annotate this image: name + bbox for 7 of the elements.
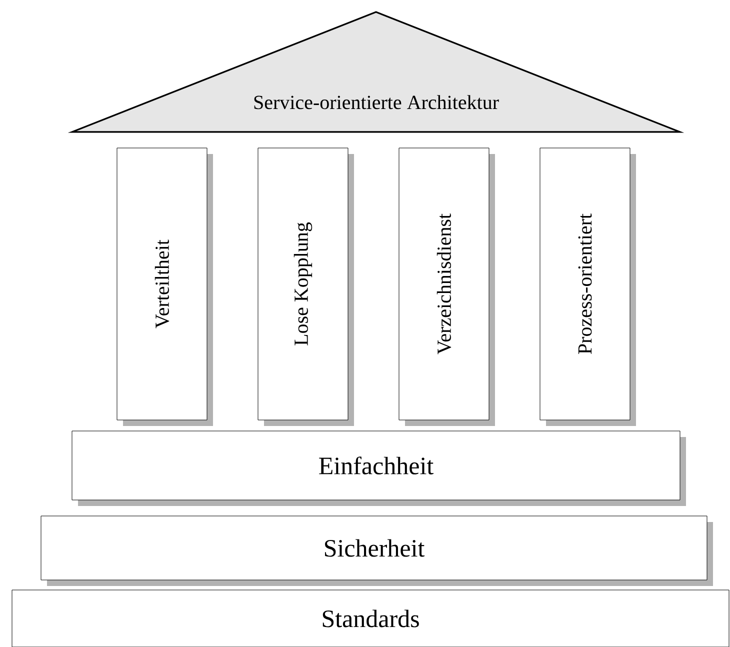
step-box: Standards bbox=[12, 590, 730, 647]
pillar-box: Verzeichnisdienst bbox=[398, 148, 495, 426]
pillar-box: Prozess-orientiert bbox=[540, 148, 636, 426]
pillar-box: Verteiltheit bbox=[116, 148, 213, 426]
step-box: Sicherheit bbox=[40, 516, 713, 586]
step-box: Einfachheit bbox=[72, 430, 686, 506]
pillar-box: Lose Kopplung bbox=[258, 148, 354, 426]
